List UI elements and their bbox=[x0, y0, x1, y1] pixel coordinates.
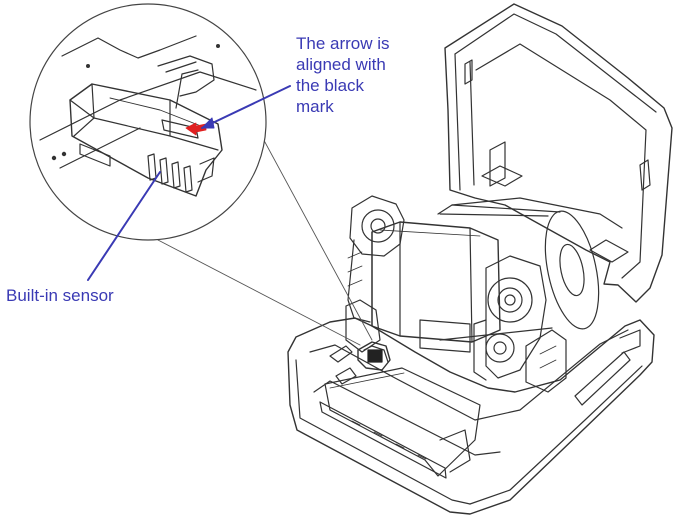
leader-lines bbox=[87, 85, 291, 281]
leader-line-sensor bbox=[87, 171, 161, 281]
callout-built-in-sensor: Built-in sensor bbox=[6, 286, 114, 305]
media-roll bbox=[437, 197, 623, 341]
arrow-head bbox=[201, 117, 215, 129]
callout-arrow-line-4: mark bbox=[296, 97, 334, 116]
callout-arrow-aligned: The arrow is aligned with the black mark bbox=[296, 33, 390, 117]
printer-lid bbox=[444, 3, 673, 303]
zoomed-sensor-detail bbox=[39, 35, 257, 197]
magnifier-bubble bbox=[29, 3, 373, 346]
printer-base bbox=[287, 317, 655, 515]
callout-arrow-line-2: aligned with bbox=[296, 55, 386, 74]
sensor-in-printer bbox=[329, 341, 391, 385]
callout-arrow-line-3: the black bbox=[296, 76, 365, 95]
leader-line-arrow bbox=[201, 85, 291, 129]
ribbon-assembly bbox=[345, 195, 567, 393]
callout-arrow-line-1: The arrow is bbox=[296, 34, 390, 53]
